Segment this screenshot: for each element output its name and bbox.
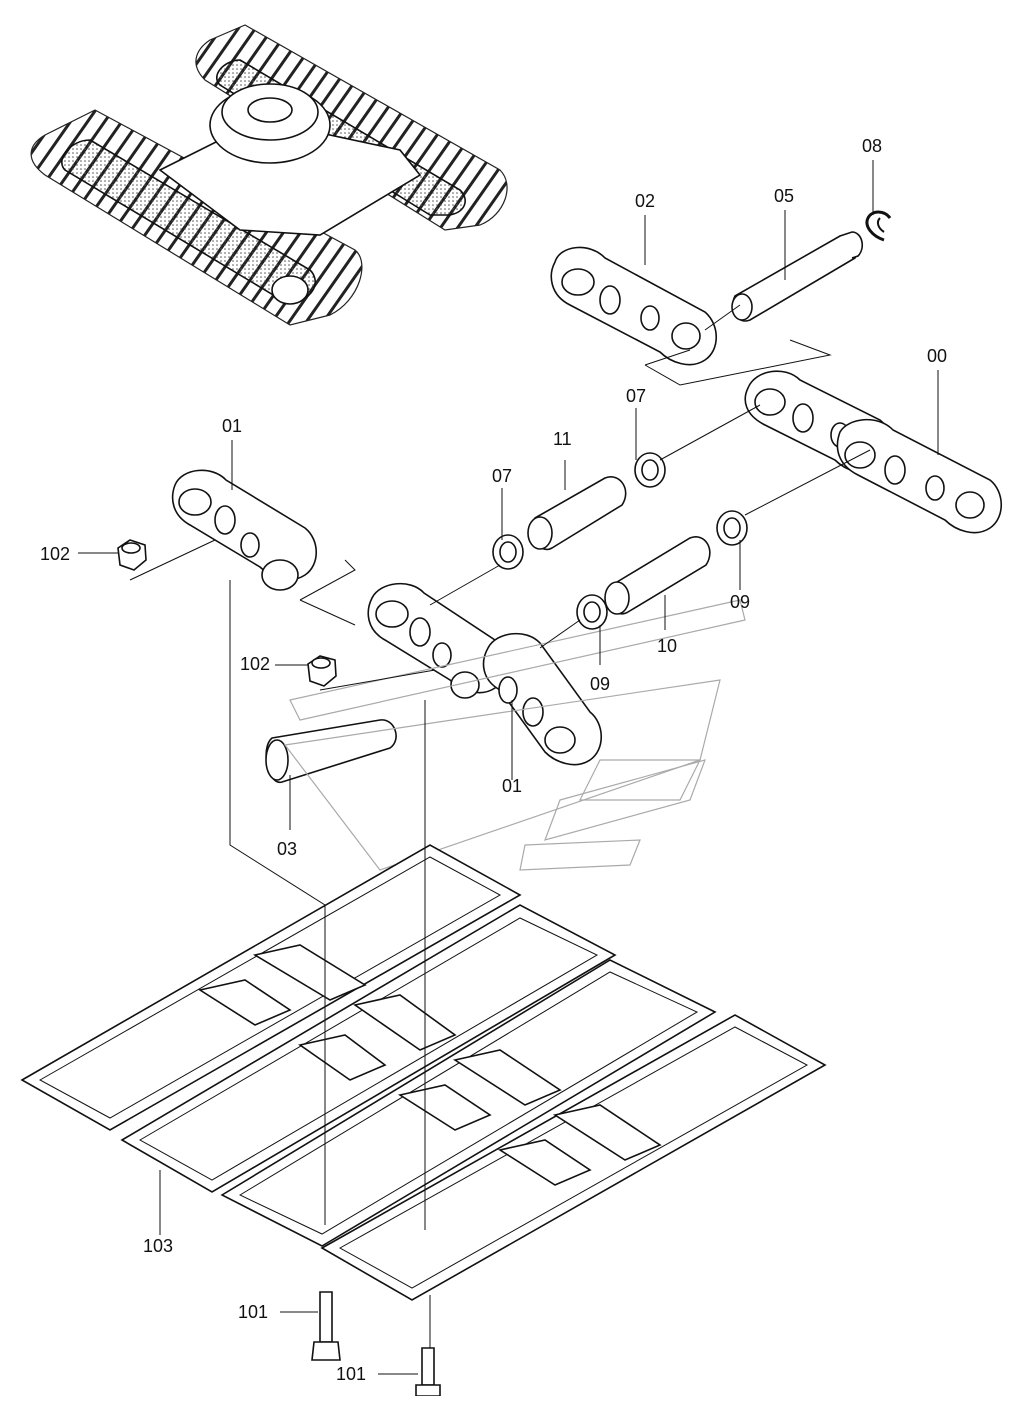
label-01-upper: 01 bbox=[222, 416, 242, 436]
label-09-right: 09 bbox=[730, 592, 750, 612]
part-labels: 00 01 01 02 03 05 07 07 08 09 09 10 11 1… bbox=[40, 136, 947, 1384]
label-02: 02 bbox=[635, 191, 655, 211]
seal-07-right bbox=[634, 452, 666, 488]
link-01-center bbox=[367, 582, 603, 766]
link-02 bbox=[550, 246, 718, 366]
snap-ring-08 bbox=[865, 210, 892, 242]
undercarriage-overview bbox=[30, 24, 508, 326]
label-101-upper: 101 bbox=[238, 1302, 268, 1322]
bolt-101-lower bbox=[415, 1347, 441, 1397]
seal-09-left bbox=[576, 594, 608, 630]
watermark-logo bbox=[283, 599, 746, 871]
link-01-upper bbox=[171, 469, 318, 591]
nut-102-lower bbox=[307, 655, 337, 687]
pin-05 bbox=[731, 231, 864, 322]
label-11: 11 bbox=[553, 429, 572, 449]
label-09-left: 09 bbox=[590, 674, 610, 694]
nut-102-upper bbox=[117, 539, 147, 571]
track-shoes-103 bbox=[20, 844, 827, 1301]
seal-09-right bbox=[716, 510, 748, 546]
label-07-left: 07 bbox=[492, 466, 512, 486]
label-03: 03 bbox=[277, 839, 297, 859]
bolt-101-upper bbox=[311, 1291, 341, 1361]
assembly-lines bbox=[129, 304, 871, 1348]
label-102-upper: 102 bbox=[40, 544, 70, 564]
label-102-lower: 102 bbox=[240, 654, 270, 674]
bushing-10 bbox=[604, 536, 711, 615]
label-05: 05 bbox=[774, 186, 794, 206]
seal-07-left bbox=[492, 534, 524, 570]
link-00 bbox=[744, 370, 1003, 534]
label-00: 00 bbox=[927, 346, 947, 366]
label-07-right: 07 bbox=[626, 386, 646, 406]
bushing-11 bbox=[527, 476, 627, 551]
leader-lines bbox=[78, 160, 939, 1375]
label-08: 08 bbox=[862, 136, 882, 156]
label-10: 10 bbox=[657, 636, 677, 656]
label-101-lower: 101 bbox=[336, 1364, 366, 1384]
pin-03 bbox=[265, 719, 397, 783]
label-103: 103 bbox=[143, 1236, 173, 1256]
label-01-lower: 01 bbox=[502, 776, 522, 796]
